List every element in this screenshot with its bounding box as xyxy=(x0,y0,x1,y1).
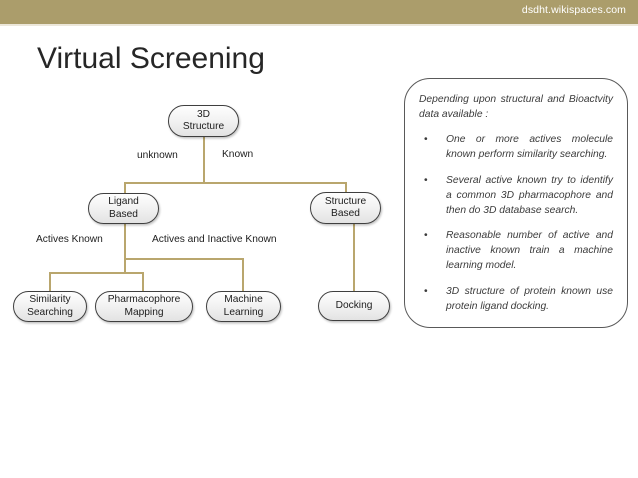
edge-label-actives-known: Actives Known xyxy=(36,234,103,245)
edge-level1-bar xyxy=(124,182,347,184)
node-machine-learning[interactable]: Machine Learning xyxy=(206,291,281,322)
edge-to-pharmacophore-mapping xyxy=(142,272,144,291)
edge-ligand-stem xyxy=(124,224,126,259)
header-band xyxy=(0,0,638,24)
edge-to-ligand-based xyxy=(124,182,126,194)
edge-to-machine-learning xyxy=(242,258,244,291)
node-pharmacophore-mapping[interactable]: Pharmacophore Mapping xyxy=(95,291,193,322)
edge-midjoin-stem xyxy=(124,258,126,273)
edge-to-structure-based xyxy=(345,182,347,192)
edge-to-docking xyxy=(353,224,355,291)
bullet-icon: • xyxy=(424,133,428,145)
site-url-label: dsdht.wikispaces.com xyxy=(521,4,626,16)
node-label: Docking xyxy=(335,299,373,311)
list-item: • 3D structure of protein known use prot… xyxy=(419,285,613,315)
node-label: Pharmacophore Mapping xyxy=(107,294,181,318)
node-docking[interactable]: Docking xyxy=(318,291,390,321)
header-rule xyxy=(0,24,638,26)
node-label: 3D Structure xyxy=(182,108,225,132)
list-item-text: 3D structure of protein known use protei… xyxy=(446,286,613,313)
page-title: Virtual Screening xyxy=(37,42,265,75)
node-structure-based[interactable]: Structure Based xyxy=(310,192,381,224)
callout-box: Depending upon structural and Bioactvity… xyxy=(404,78,628,328)
edge-level2-upper-bar xyxy=(124,258,244,260)
bullet-icon: • xyxy=(424,230,428,242)
node-label: Similarity Searching xyxy=(27,294,73,318)
node-label: Structure Based xyxy=(324,195,367,219)
edge-level2-lower-bar xyxy=(49,272,144,274)
bullet-icon: • xyxy=(424,174,428,186)
edge-label-actives-and-inactive-known: Actives and Inactive Known xyxy=(152,234,277,245)
edge-label-known: Known xyxy=(222,149,254,160)
bullet-icon: • xyxy=(424,286,428,298)
node-similarity-searching[interactable]: Similarity Searching xyxy=(13,291,87,322)
node-3d-structure[interactable]: 3D Structure xyxy=(168,105,239,137)
node-ligand-based[interactable]: Ligand Based xyxy=(88,193,159,224)
callout-intro: Depending upon structural and Bioactvity… xyxy=(419,94,613,120)
list-item-text: Several active known try to identify a c… xyxy=(446,174,613,216)
list-item: • Reasonable number of active and inacti… xyxy=(419,229,613,274)
edge-root-stem xyxy=(203,137,205,183)
node-label: Ligand Based xyxy=(108,196,139,220)
list-item: • One or more actives molecule known per… xyxy=(419,133,613,163)
edge-to-similarity-searching xyxy=(49,272,51,291)
list-item-text: Reasonable number of active and inactive… xyxy=(446,230,613,272)
callout-bullet-list: • One or more actives molecule known per… xyxy=(419,133,613,315)
list-item: • Several active known try to identify a… xyxy=(419,174,613,219)
virtual-screening-flow-diagram: unknown Known Actives Known Actives and … xyxy=(0,95,400,335)
node-label: Machine Learning xyxy=(223,294,264,318)
edge-label-unknown: unknown xyxy=(137,150,178,161)
list-item-text: One or more actives molecule known perfo… xyxy=(446,133,613,160)
